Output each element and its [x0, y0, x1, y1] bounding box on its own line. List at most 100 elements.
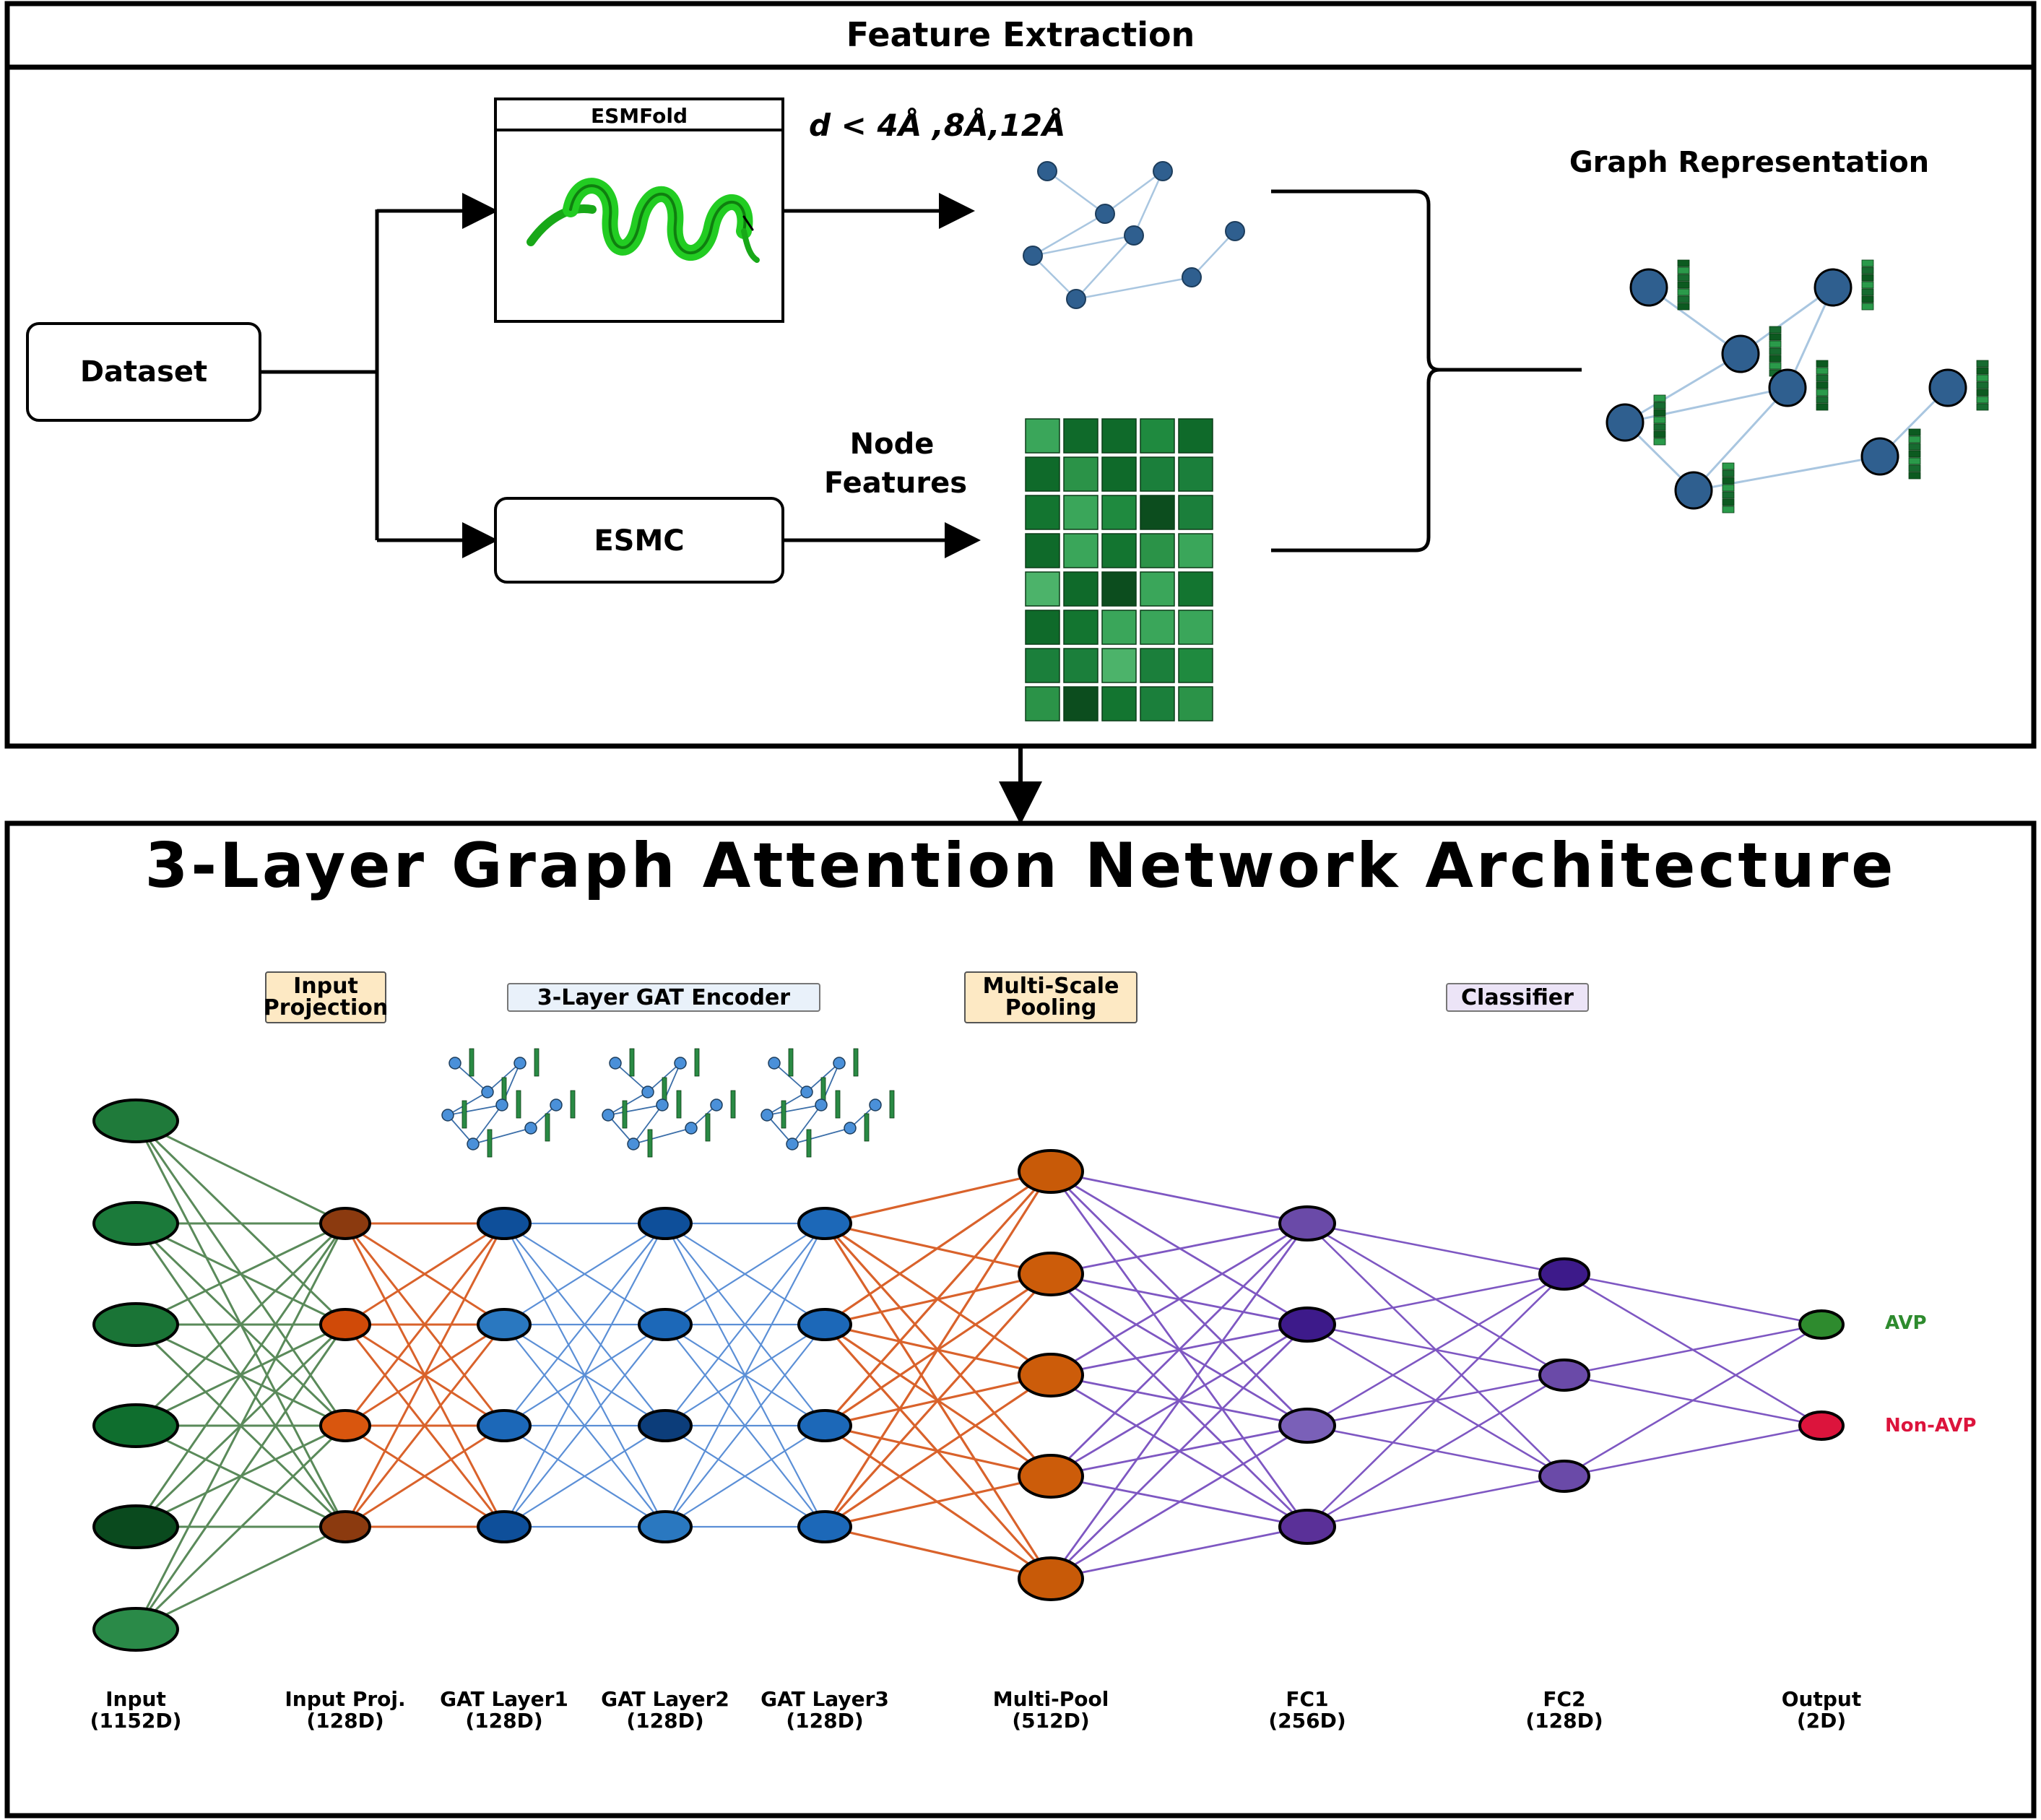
neuron-fc2	[1538, 1460, 1590, 1493]
connection-edge	[503, 1324, 666, 1528]
feature-cell	[1140, 610, 1175, 645]
feature-cell	[1140, 571, 1175, 607]
mini-graph-feature	[889, 1090, 895, 1119]
neuron-input	[92, 1607, 179, 1652]
input-projection-label-line2: Projection	[264, 995, 388, 1020]
graph-feature-cell	[1976, 367, 1989, 375]
feature-cell	[1063, 533, 1098, 568]
dataset-connectors	[260, 193, 498, 558]
contact-edge	[1075, 276, 1192, 300]
graph-node	[1860, 437, 1899, 476]
mini-graph-edge	[766, 1091, 807, 1116]
connection-edge	[1050, 1424, 1308, 1580]
graph-feature-cell	[1769, 333, 1782, 341]
neuron-multi-pool	[1018, 1149, 1084, 1194]
connection-edge	[1306, 1273, 1565, 1427]
graph-feature-cell	[1677, 274, 1690, 282]
mini-graph-node	[495, 1098, 508, 1112]
graph-feature-cell	[1861, 259, 1874, 267]
layer-dim-label: (1152D)	[90, 1709, 182, 1733]
graph-feature-cell	[1722, 506, 1735, 514]
connection-edge	[1050, 1170, 1308, 1225]
neuron-input-proj-	[319, 1510, 371, 1543]
graph-feature-cell	[1816, 396, 1829, 404]
graph-feature-cell	[1653, 402, 1666, 410]
graph-feature-cell	[1976, 403, 1989, 411]
connection-edge	[664, 1425, 826, 1528]
mini-graph-edge	[615, 1062, 649, 1093]
layer-name-label: GAT Layer1	[440, 1687, 568, 1711]
graph-feature-cell	[1816, 381, 1829, 389]
layer-dim-label: (128D)	[465, 1709, 542, 1733]
connection-edge	[1050, 1222, 1308, 1275]
mini-graph-feature	[570, 1090, 576, 1119]
layer-dim-label: (512D)	[1012, 1709, 1089, 1733]
connection-edge	[1050, 1223, 1308, 1477]
mini-graph-node	[550, 1098, 563, 1112]
group-gat-encoder: 3-Layer GAT Encoder	[507, 983, 820, 1012]
feature-cell	[1178, 648, 1213, 683]
node-features-label-line1: Node	[850, 428, 935, 461]
graph-feature-cell	[1653, 409, 1666, 417]
mini-graph-feature	[788, 1048, 794, 1077]
contact-node	[1124, 225, 1144, 246]
architecture-title: 3-Layer Graph Attention Network Architec…	[144, 830, 1896, 902]
mini-graph-feature	[462, 1100, 467, 1129]
classifier-label: Classifier	[1461, 985, 1574, 1010]
layer-name-label: Output	[1782, 1687, 1861, 1711]
contact-edge	[1032, 255, 1077, 300]
neuron-input-proj-	[319, 1409, 371, 1442]
graph-feature-cell	[1976, 396, 1989, 404]
feature-cell	[1101, 495, 1137, 530]
mini-graph-node	[514, 1057, 526, 1070]
graph-representation	[1606, 259, 1989, 514]
connection-edge	[134, 1223, 347, 1630]
graph-feature-cell	[1653, 423, 1666, 431]
contact-node	[1153, 161, 1173, 181]
output-label-avp: AVP	[1885, 1312, 1927, 1334]
feature-cell	[1101, 418, 1137, 454]
mini-graph-feature	[545, 1113, 550, 1142]
graph-feature-cell	[1677, 303, 1690, 311]
mini-graph-edge	[607, 1104, 663, 1116]
esmfold-label: ESMFold	[591, 104, 688, 128]
graph-feature-cell	[1677, 288, 1690, 296]
node-features-label-line2: Features	[824, 467, 967, 500]
graph-feature-cell	[1816, 389, 1829, 396]
layer-dim-label: (128D)	[306, 1709, 384, 1733]
graph-feature-cell	[1976, 389, 1989, 396]
mini-graph-feature	[469, 1048, 474, 1077]
feature-cell	[1140, 686, 1175, 722]
esmc-label: ESMC	[594, 524, 684, 558]
mini-graph-feature	[534, 1048, 540, 1077]
mini-graph-edge	[607, 1114, 634, 1145]
connection-edge	[1050, 1324, 1308, 1580]
layer-dim-label: (256D)	[1268, 1709, 1346, 1733]
feature-cell	[1101, 571, 1137, 607]
neuron-input	[92, 1201, 179, 1246]
graph-feature-cell	[1861, 303, 1874, 311]
graph-feature-cell	[1816, 367, 1829, 375]
graph-feature-cell	[1976, 374, 1989, 382]
graph-edge	[1624, 352, 1741, 424]
neuron-input	[92, 1302, 179, 1347]
mini-graph-node	[768, 1057, 781, 1070]
graph-feature-cell	[1769, 347, 1782, 355]
neuron-multi-pool	[1018, 1556, 1084, 1601]
feature-cell	[1101, 686, 1137, 722]
connection-edge	[503, 1425, 666, 1528]
neuron-multi-pool	[1018, 1252, 1084, 1296]
mini-graph-edge	[607, 1091, 649, 1116]
connection-edge	[344, 1223, 506, 1426]
layer-name-label: Input Proj.	[285, 1687, 405, 1711]
mini-graph-edge	[774, 1062, 807, 1093]
connection-edge	[1050, 1525, 1308, 1580]
feature-cell	[1063, 571, 1098, 607]
connection-edge	[1564, 1273, 1822, 1326]
connection-edge	[1306, 1273, 1565, 1528]
neuron-gat-layer3	[797, 1510, 852, 1543]
connection-edge	[1564, 1323, 1822, 1377]
graph-feature-cell	[1816, 403, 1829, 411]
mini-graph-node	[710, 1098, 723, 1112]
multi-scale-pooling-label-line2: Pooling	[1005, 995, 1097, 1020]
